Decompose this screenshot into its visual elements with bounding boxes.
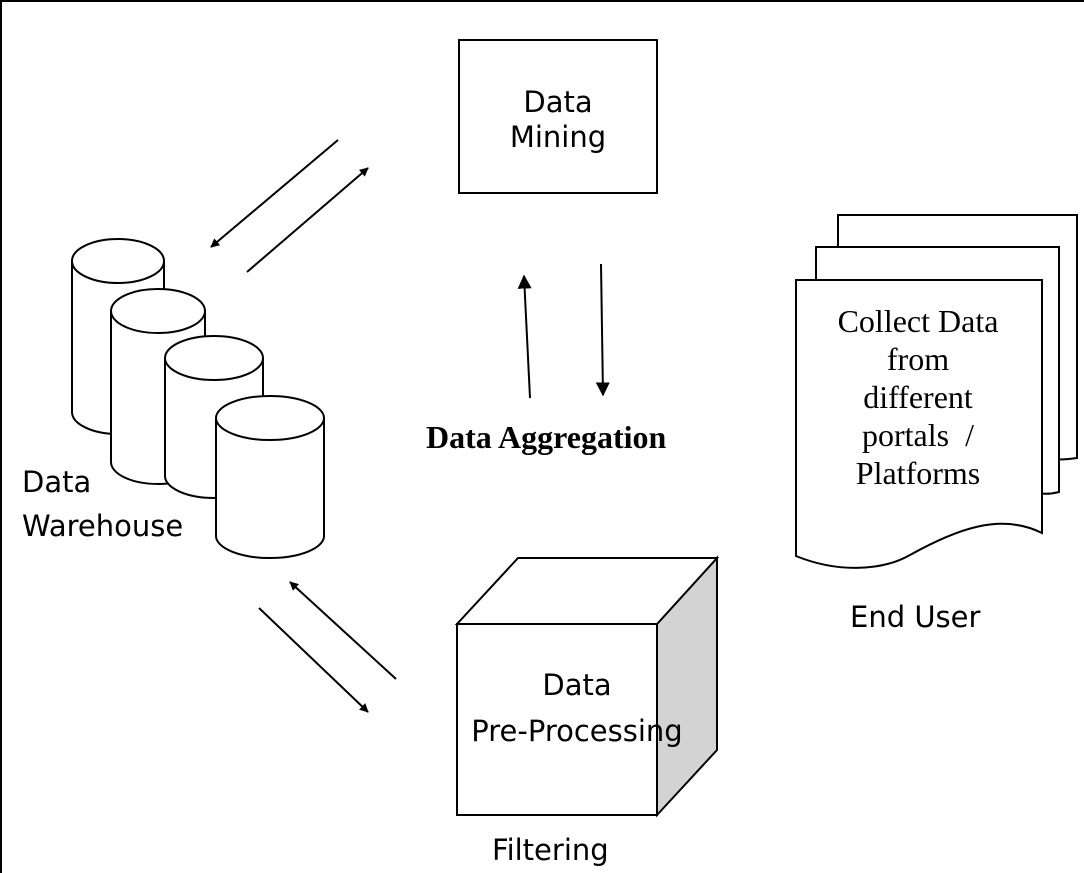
document-line-1: Collect Data: [837, 303, 999, 339]
document-stack: [795, 214, 1078, 569]
data-preprocessing-label: Data Pre-Processing: [457, 662, 697, 754]
data-mining-box: [458, 39, 658, 194]
document-line-2: from: [886, 341, 950, 377]
document-line-5: Platforms: [855, 455, 981, 491]
data-warehouse-line1: Data: [22, 465, 92, 499]
data-mining-line1: Data: [523, 85, 593, 119]
arrow-aggregation-up: [517, 274, 532, 399]
data-preprocessing-line1: Data: [542, 668, 612, 702]
end-user-caption: End User: [850, 600, 981, 634]
label-mask: [205, 508, 215, 546]
arrow-preprocessing-to-warehouse: [289, 581, 397, 680]
arrow-warehouse-to-mining: [246, 167, 369, 273]
data-warehouse-line2: Warehouse: [22, 509, 184, 543]
preprocessing-cube: [454, 555, 720, 818]
document-line-3: different: [863, 379, 973, 415]
cylinder-4: [215, 395, 325, 559]
data-warehouse-label: Data Warehouse: [22, 460, 183, 548]
data-preprocessing-line2: Pre-Processing: [471, 714, 683, 748]
data-mining-line2: Mining: [509, 119, 607, 154]
arrow-aggregation-down: [595, 263, 610, 397]
document-line-4: portals /: [862, 417, 974, 453]
data-mining-label: Data Mining: [459, 85, 657, 155]
arrow-mining-to-warehouse: [210, 139, 339, 248]
data-aggregation-label: Data Aggregation: [426, 419, 667, 455]
filtering-caption: Filtering: [492, 833, 609, 867]
end-user-document-text: Collect Data from different portals / Pl…: [806, 302, 1030, 492]
arrow-warehouse-to-preprocessing: [258, 607, 369, 713]
